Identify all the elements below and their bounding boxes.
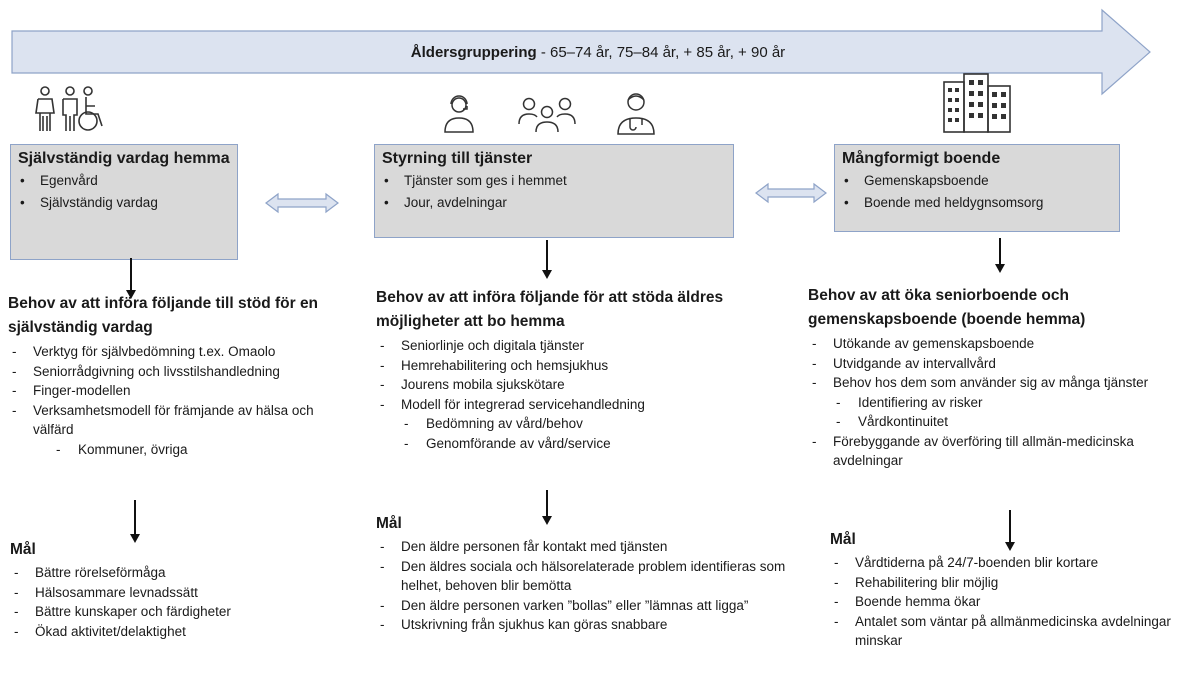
box-diverse-housing: Mångformigt boende Gemenskapsboende Boen… bbox=[834, 144, 1120, 232]
needs-item: Utökande av gemenskapsboende bbox=[808, 334, 1193, 354]
box-independent-living: Självständig vardag hemma Egenvård Själv… bbox=[10, 144, 238, 260]
goal-item: Rehabilitering blir möjlig bbox=[830, 573, 1196, 593]
needs-item: Verksamhetsmodell för främjande av hälsa… bbox=[8, 401, 348, 440]
needs-item: Utvidgande av intervallvård bbox=[808, 354, 1193, 374]
goals-title: Mål bbox=[376, 515, 402, 532]
goals-title: Mål bbox=[10, 541, 36, 558]
down-arrow bbox=[995, 238, 1005, 273]
needs-item: Seniorrådgivning och livsstilshandlednin… bbox=[8, 362, 378, 382]
people-with-wheelchair-icon bbox=[35, 86, 103, 131]
needs-item: Hemrehabilitering och hemsjukhus bbox=[376, 356, 796, 376]
box-title: Självständig vardag hemma bbox=[18, 150, 230, 167]
age-group-banner-arrow bbox=[11, 8, 1151, 96]
needs-subitem: Identifiering av risker bbox=[808, 393, 1193, 413]
down-arrow bbox=[126, 258, 136, 299]
box-item: Egenvård bbox=[18, 170, 230, 192]
needs-item: Behov hos dem som använder sig av många … bbox=[808, 373, 1153, 393]
box-title: Mångformigt boende bbox=[842, 150, 1001, 167]
goal-item: Hälsosammare levnadssätt bbox=[10, 583, 350, 603]
age-group-title: Åldersgruppering bbox=[410, 44, 537, 61]
box-item: Gemenskapsboende bbox=[842, 170, 1112, 192]
needs-item: Modell för integrerad servicehandledning bbox=[376, 395, 796, 415]
goal-item: Den äldres sociala och hälsorelaterade p… bbox=[376, 557, 791, 596]
needs-title: Behov av att införa följande för att stö… bbox=[376, 289, 724, 330]
age-group-ranges: - 65–74 år, 75–84 år, + 85 år, + 90 år bbox=[536, 44, 786, 61]
goal-item: Boende hemma ökar bbox=[830, 592, 1196, 612]
double-arrow-left bbox=[265, 192, 339, 214]
goal-item: Vårdtiderna på 24/7-boenden blir kortare bbox=[830, 553, 1196, 573]
needs-subitem: Bedömning av vård/behov bbox=[376, 414, 796, 434]
down-arrow bbox=[542, 490, 552, 525]
box-title: Styrning till tjänster bbox=[382, 150, 533, 167]
needs-item: Verktyg för självbedömning t.ex. Omaolo bbox=[8, 342, 378, 362]
goals-section-housing: Mål Vårdtiderna på 24/7-boenden blir kor… bbox=[830, 530, 1196, 651]
down-arrow bbox=[1005, 510, 1015, 551]
goal-item: Ökad aktivitet/delaktighet bbox=[10, 622, 350, 642]
goal-item: Bättre rörelseförmåga bbox=[10, 563, 350, 583]
needs-item: Jourens mobila sjukskötare bbox=[376, 375, 796, 395]
box-service-steering: Styrning till tjänster Tjänster som ges … bbox=[374, 144, 734, 238]
apartment-buildings-icon bbox=[943, 73, 1011, 133]
needs-subitem: Kommuner, övriga bbox=[8, 440, 378, 460]
needs-subitem: Genomförande av vård/service bbox=[376, 434, 796, 454]
box-item: Jour, avdelningar bbox=[382, 192, 726, 214]
age-group-label: Åldersgruppering - 65–74 år, 75–84 år, +… bbox=[0, 44, 1196, 62]
goal-item: Bättre kunskaper och färdigheter bbox=[10, 602, 350, 622]
goals-section-independent: Mål Bättre rörelseförmåga Hälsosammare l… bbox=[10, 540, 350, 641]
banner-arrow-shape bbox=[11, 8, 1151, 96]
needs-item: Förebyggande av överföring till allmän-m… bbox=[808, 432, 1163, 471]
down-arrow bbox=[130, 500, 140, 543]
needs-title: Behov av att öka seniorboende och gemens… bbox=[808, 287, 1086, 328]
needs-item: Finger-modellen bbox=[8, 381, 378, 401]
needs-item: Seniorlinje och digitala tjänster bbox=[376, 336, 796, 356]
person-headset-icon bbox=[444, 95, 474, 133]
box-item: Tjänster som ges i hemmet bbox=[382, 170, 726, 192]
group-of-people-icon bbox=[518, 97, 576, 133]
box-item: Självständig vardag bbox=[18, 192, 230, 214]
needs-section-housing: Behov av att öka seniorboende och gemens… bbox=[808, 284, 1193, 471]
needs-section-services: Behov av att införa följande för att stö… bbox=[376, 286, 796, 453]
needs-title: Behov av att införa följande till stöd f… bbox=[8, 295, 319, 336]
goals-section-services: Mål Den äldre personen får kontakt med t… bbox=[376, 514, 816, 635]
goal-item: Antalet som väntar på allmänmedicinska a… bbox=[830, 612, 1185, 651]
goals-title: Mål bbox=[830, 531, 856, 548]
goal-item: Den äldre personen får kontakt med tjäns… bbox=[376, 537, 816, 557]
goal-item: Den äldre personen varken ”bollas” eller… bbox=[376, 596, 811, 616]
double-arrow-right bbox=[755, 182, 827, 204]
goal-item: Utskrivning från sjukhus kan göras snabb… bbox=[376, 615, 816, 635]
box-item: Boende med heldygnsomsorg bbox=[842, 192, 1112, 214]
needs-subitem: Vårdkontinuitet bbox=[808, 412, 1193, 432]
needs-section-independent: Behov av att införa följande till stöd f… bbox=[8, 292, 378, 459]
doctor-icon bbox=[617, 93, 655, 135]
down-arrow bbox=[542, 240, 552, 279]
